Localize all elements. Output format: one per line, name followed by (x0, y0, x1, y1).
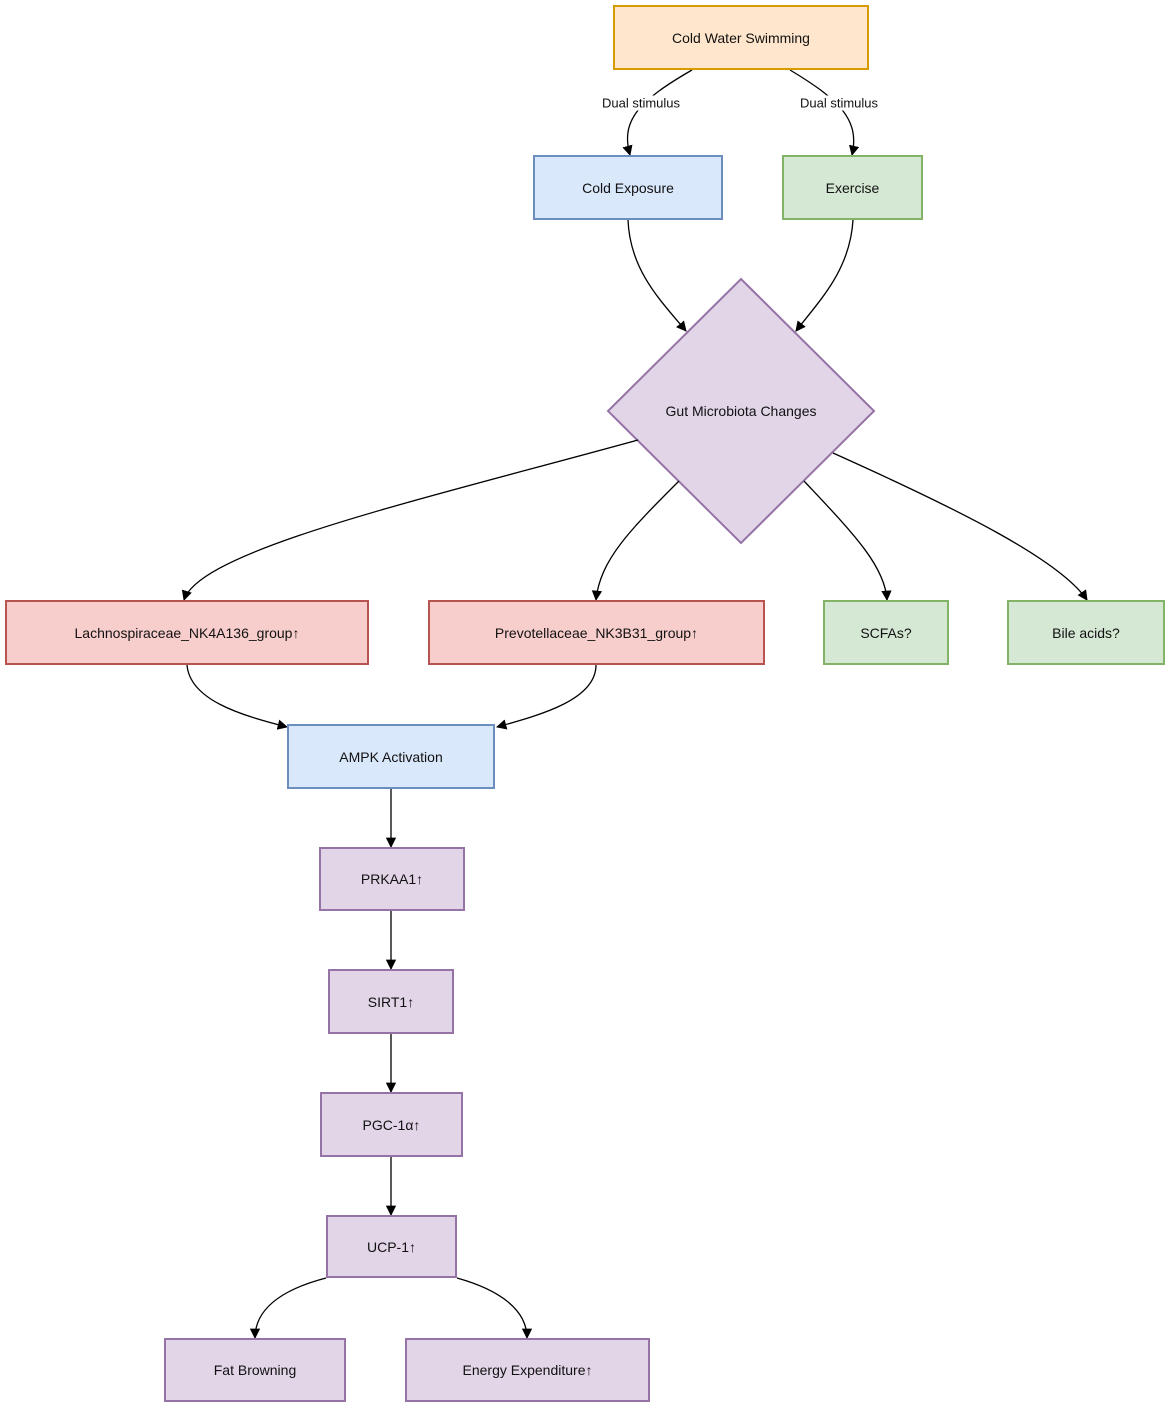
edge-cold-to-gut (627, 219, 687, 332)
edge-lachno-to-ampk (186, 664, 289, 730)
edge-swim-to-exercise (789, 69, 860, 157)
edge-ucp1-to-energy (456, 1277, 533, 1340)
node-cold-water-swimming: Cold Water Swimming (613, 5, 869, 70)
node-prevotellaceae: Prevotellaceae_NK3B31_group↑ (428, 600, 765, 665)
node-energy-expenditure: Energy Expenditure↑ (405, 1338, 650, 1402)
node-fat-browning: Fat Browning (164, 1338, 346, 1402)
edge-gut-to-prevo (591, 480, 680, 602)
node-ampk-activation: AMPK Activation (287, 724, 495, 789)
gut-microbiota-diamond (606, 277, 876, 545)
edge-label-dual-stimulus-exercise: Dual stimulus (797, 95, 881, 111)
edge-ucp1-to-fat (249, 1277, 327, 1340)
node-gut-microbiota-changes: Gut Microbiota Changes (665, 403, 817, 419)
edge-prevo-to-ampk (495, 664, 597, 730)
node-scfas: SCFAs? (823, 600, 949, 665)
edge-gut-to-scfas (803, 480, 892, 602)
edge-label-dual-stimulus-cold: Dual stimulus (599, 95, 683, 111)
node-bile-acids: Bile acids? (1007, 600, 1165, 665)
node-sirt1: SIRT1↑ (328, 969, 454, 1034)
node-cold-exposure: Cold Exposure (533, 155, 723, 220)
node-prkaa1: PRKAA1↑ (319, 847, 465, 911)
node-lachnospiraceae: Lachnospiraceae_NK4A136_group↑ (5, 600, 369, 665)
node-pgc1a: PGC-1α↑ (320, 1092, 463, 1157)
edge-gut-to-bile (832, 452, 1088, 601)
node-ucp1: UCP-1↑ (326, 1215, 457, 1278)
node-exercise: Exercise (782, 155, 923, 220)
edge-swim-to-cold (622, 69, 693, 157)
edge-gut-to-lachno (181, 439, 639, 601)
edge-exercise-to-gut (795, 219, 854, 332)
